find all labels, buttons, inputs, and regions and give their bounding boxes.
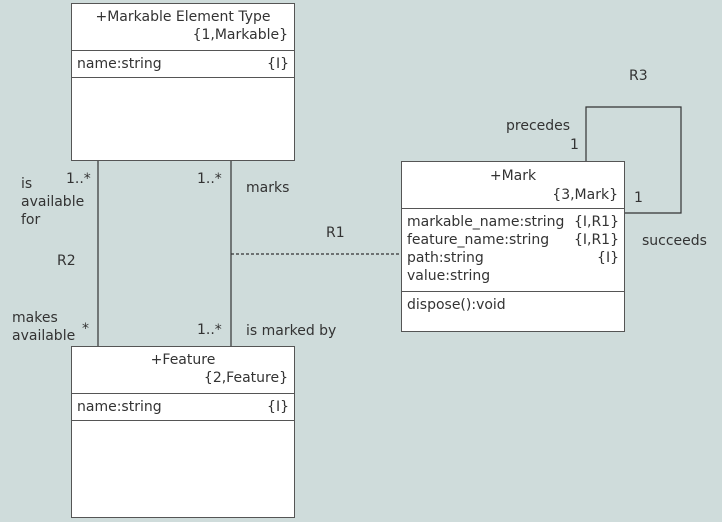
class-header: +Mark {3,Mark} [402,162,624,209]
attribute-name: value:string [407,268,491,284]
r2-bottom-role: makes available [12,310,76,344]
attribute-compartment: markable_name:string {I,R1} feature_name… [402,209,624,291]
attribute-name: name:string [77,56,162,72]
attribute-compartment: name:string {I} [72,394,294,421]
operation-name: dispose():void [407,297,506,313]
r3-label: R3 [629,68,648,84]
class-name: +Feature [150,352,216,368]
marks-top-role: marks [246,180,290,196]
r3-right-multiplicity: 1 [634,190,643,206]
attribute-tag: {I} [267,399,289,415]
attribute-tag: {I} [597,250,619,266]
class-stereotype: {3,Mark} [552,187,618,203]
attribute-tag: {I,R1} [573,214,619,230]
marks-top-multiplicity: 1..* [197,171,222,187]
attribute-name: markable_name:string [407,214,565,230]
attribute-name: path:string [407,250,484,266]
r2-top-multiplicity: 1..* [66,171,91,187]
r3-reflexive-line [585,106,682,214]
class-stereotype: {1,Markable} [192,27,288,43]
r3-top-multiplicity: 1 [570,137,579,153]
attribute-compartment: name:string {I} [72,51,294,78]
markable-element-type-class[interactable]: +Markable Element Type {1,Markable} name… [71,3,295,161]
mark-class[interactable]: +Mark {3,Mark} markable_name:string {I,R… [401,161,625,332]
feature-class[interactable]: +Feature {2,Feature} name:string {I} [71,346,295,518]
class-stereotype: {2,Feature} [203,370,288,386]
r3-right-role: succeeds [642,233,707,249]
r1-label: R1 [326,225,345,241]
marks-bottom-role: is marked by [246,323,337,339]
attribute-name: feature_name:string [407,232,550,248]
class-name: +Mark [489,168,537,184]
attribute-tag: {I,R1} [573,232,619,248]
attribute-tag: {I} [267,56,289,72]
class-header: +Markable Element Type {1,Markable} [72,4,294,51]
r3-top-role: precedes [506,118,571,134]
r2-bottom-multiplicity: * [82,321,89,337]
r2-label: R2 [57,253,76,269]
attribute-name: name:string [77,399,162,415]
class-name: +Markable Element Type [95,9,271,25]
marks-bottom-multiplicity: 1..* [197,322,222,338]
class-header: +Feature {2,Feature} [72,347,294,394]
operation-compartment: dispose():void [402,291,624,332]
r2-top-role: is available for [21,176,85,228]
